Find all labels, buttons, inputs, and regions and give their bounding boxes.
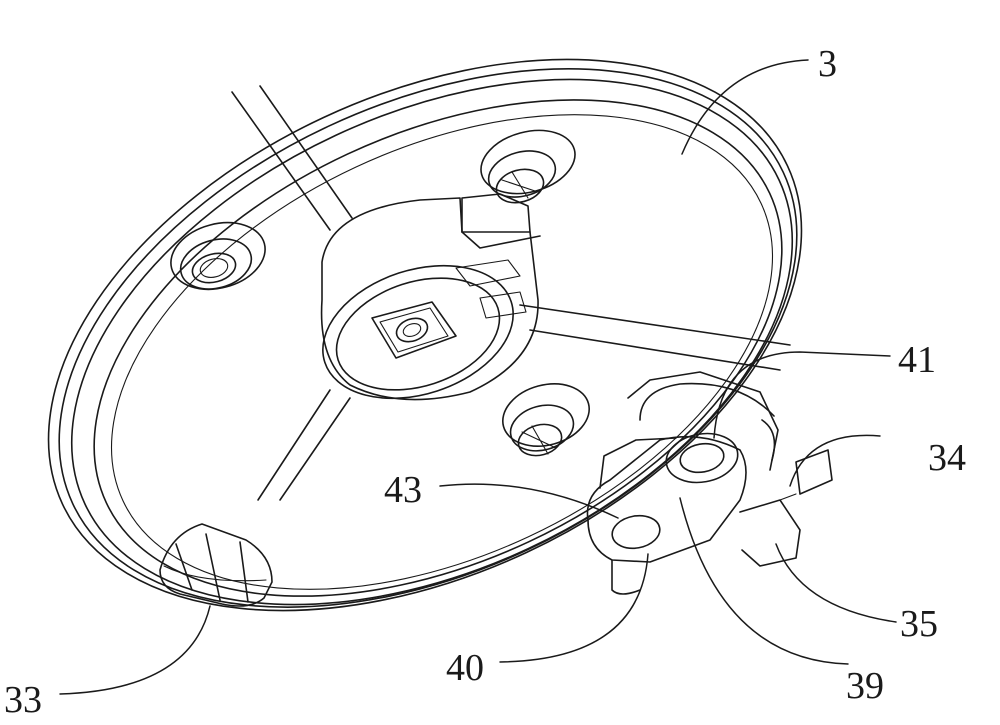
left-mount-boss bbox=[170, 221, 266, 291]
mounting-bracket bbox=[586, 371, 779, 595]
label-3: 3 bbox=[818, 43, 837, 85]
spokes bbox=[231, 85, 791, 501]
bottom-post bbox=[159, 523, 273, 607]
side-tab bbox=[739, 449, 833, 567]
lower-screw-boss bbox=[501, 383, 591, 457]
label-35: 35 bbox=[900, 603, 938, 645]
label-40: 40 bbox=[446, 647, 484, 689]
label-34: 34 bbox=[928, 437, 966, 479]
label-33: 33 bbox=[4, 679, 42, 721]
reference-numerals: 3 41 34 43 35 40 39 33 bbox=[4, 43, 966, 721]
leader-lines bbox=[59, 59, 897, 695]
label-43: 43 bbox=[384, 469, 422, 511]
label-39: 39 bbox=[846, 665, 884, 707]
label-41: 41 bbox=[898, 339, 936, 381]
central-hub bbox=[320, 193, 541, 401]
outer-rim bbox=[47, 58, 803, 612]
upper-screw-boss bbox=[480, 129, 576, 204]
